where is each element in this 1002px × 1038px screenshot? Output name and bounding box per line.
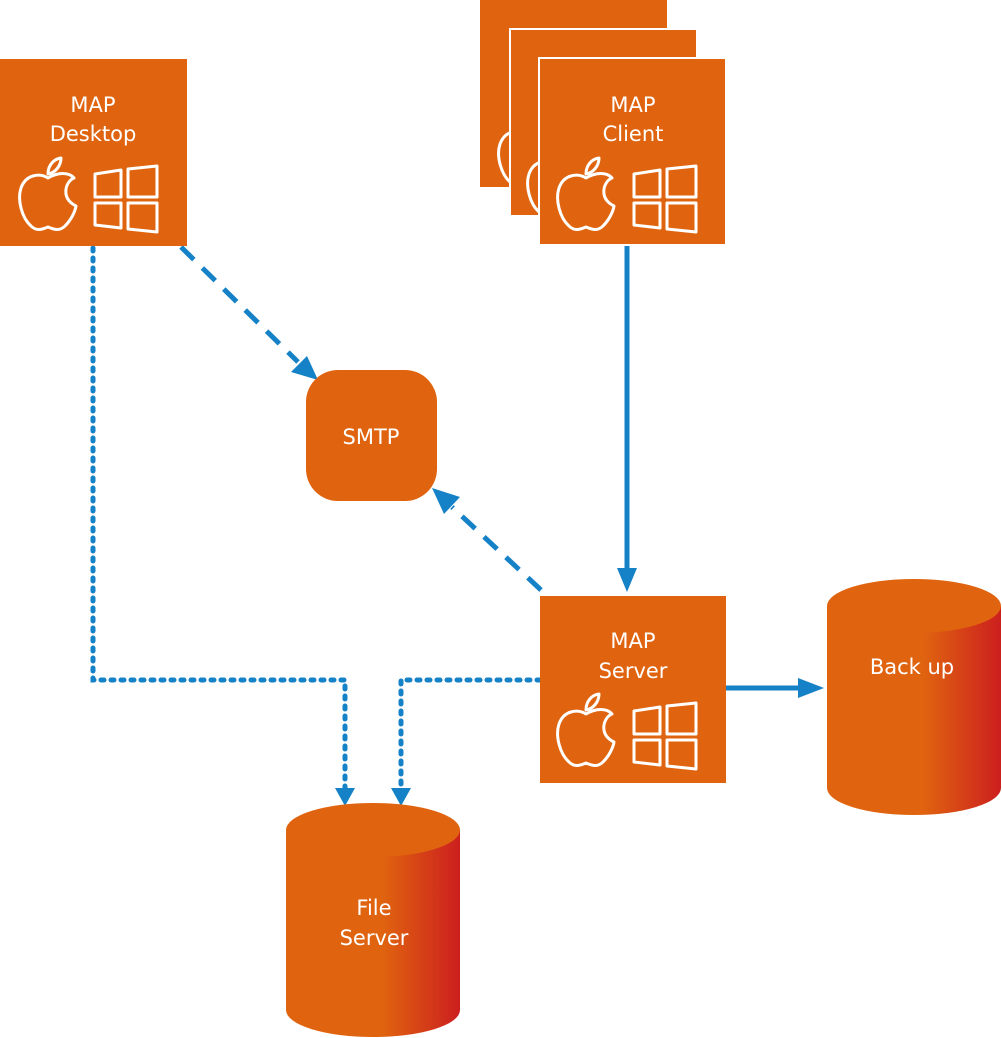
server-label-line1: MAP bbox=[610, 629, 655, 653]
arrow-client-to-server bbox=[617, 245, 637, 592]
arrow-desktop-to-smtp bbox=[179, 245, 318, 380]
node-smtp: SMTP bbox=[306, 370, 437, 501]
arrow-server-to-backup bbox=[726, 678, 824, 698]
arrow-server-to-smtp bbox=[432, 488, 543, 592]
fileserver-label-line1: File bbox=[356, 896, 391, 920]
desktop-label-line2: Desktop bbox=[50, 122, 137, 146]
node-backup: Back up bbox=[827, 579, 1001, 815]
desktop-label-line1: MAP bbox=[70, 93, 115, 117]
node-map-client: MAP Client bbox=[480, 0, 727, 246]
node-map-server: MAP Server bbox=[540, 596, 726, 783]
smtp-label: SMTP bbox=[343, 425, 400, 449]
fileserver-label-line2: Server bbox=[340, 926, 409, 950]
client-label-line2: Client bbox=[603, 122, 664, 146]
backup-label: Back up bbox=[870, 655, 954, 679]
node-map-desktop: MAP Desktop bbox=[0, 59, 187, 246]
server-label-line2: Server bbox=[599, 659, 668, 683]
client-label-line1: MAP bbox=[610, 93, 655, 117]
arrow-server-to-fileserver bbox=[391, 677, 543, 806]
node-file-server: File Server bbox=[286, 803, 460, 1037]
arrow-desktop-to-fileserver bbox=[90, 245, 355, 806]
